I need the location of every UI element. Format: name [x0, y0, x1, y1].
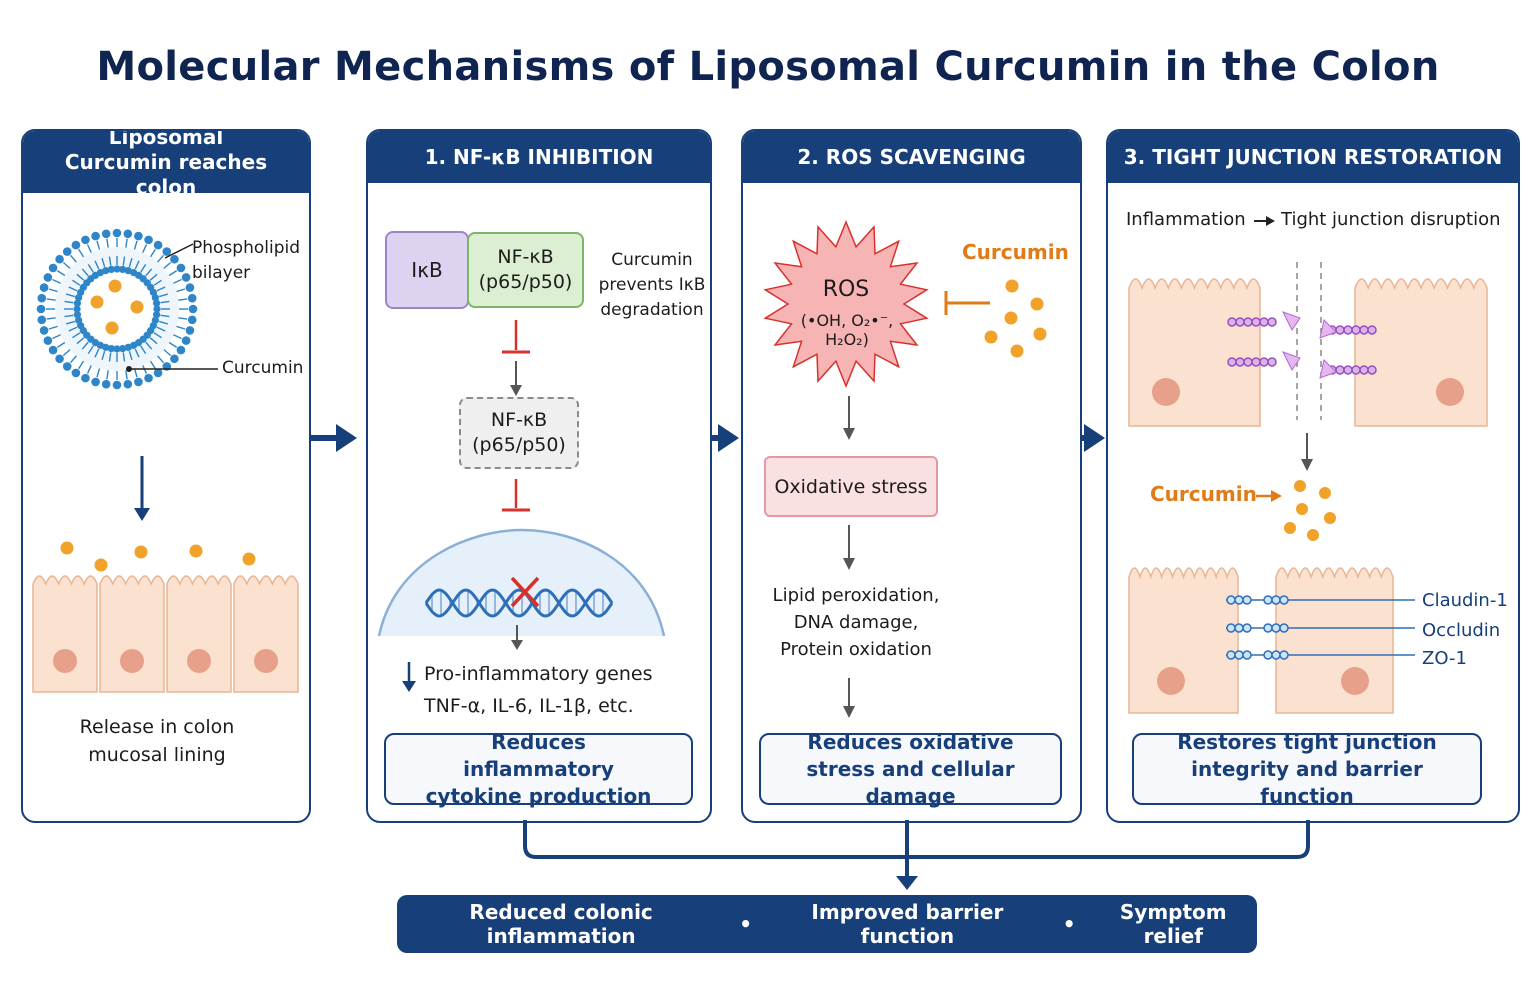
panel-tight-junction-header: 3. TIGHT JUNCTION RESTORATION — [1108, 131, 1518, 183]
ros-burst-icon — [763, 220, 929, 388]
ros-conclusion-text: Reduces oxidative stress and cellular da… — [806, 729, 1015, 808]
outcome-barrier: Improved barrier function — [811, 900, 1004, 948]
zo1-label: ZO-1 — [1422, 648, 1467, 669]
panel-ros-header: 2. ROS SCAVENGING — [743, 131, 1080, 183]
ikb-label: IκB — [411, 258, 443, 282]
occludin-label: Occludin — [1422, 620, 1501, 641]
ros-conclusion: Reduces oxidative stress and cellular da… — [759, 730, 1062, 808]
claudin-label: Claudin-1 — [1422, 590, 1508, 611]
nfkb-free-subunits: (p65/p50) — [472, 434, 566, 456]
panel-liposome-header: Liposomal Curcumin reaches colon — [23, 131, 309, 199]
nfkb-complex-box: NF-κB (p65/p50) — [467, 232, 584, 308]
phospholipid-bilayer-label: Phospholipid bilayer — [192, 238, 301, 283]
oxidative-stress-box: Oxidative stress — [764, 456, 938, 517]
curcumin-prevents-note: Curcumin prevents IκB degradation — [598, 250, 706, 320]
damage-line-1: Lipid peroxidation, — [772, 585, 940, 606]
panel-tight-junction: 3. TIGHT JUNCTION RESTORATION — [1106, 129, 1520, 823]
release-caption: Release in colon mucosal lining — [79, 716, 235, 766]
panel-nfkb-header: 1. NF-κB INHIBITION — [368, 131, 710, 183]
nfkb-conclusion-text: Reduces inflammatory cytokine production — [425, 729, 652, 808]
arrow-right-small-icon — [1254, 216, 1275, 226]
restored-junction-icon — [1128, 567, 1415, 714]
x-mark-icon — [510, 576, 540, 608]
bullet-dot: • — [1062, 912, 1076, 936]
outcome-symptom: Symptom relief — [1119, 900, 1227, 948]
inhibition-bar-icon — [502, 320, 530, 512]
nfkb-free-label: NF-κB — [490, 409, 548, 431]
oxidative-stress-label: Oxidative stress — [774, 475, 928, 498]
ros-inhibition-icon — [944, 279, 1047, 358]
nucleus-dna-icon — [377, 528, 666, 692]
ikb-box: IκB — [385, 231, 469, 309]
bullet-dot: • — [739, 912, 753, 936]
tight-junction-disruption-label: Tight junction disruption — [1281, 209, 1501, 230]
inflammation-label: Inflammation — [1126, 209, 1246, 230]
nfkb-conclusion: Reduces inflammatory cytokine production — [384, 730, 693, 808]
tj-conclusion-text: Restores tight junction integrity and ba… — [1177, 729, 1437, 808]
page-title: Molecular Mechanisms of Liposomal Curcum… — [96, 44, 1440, 90]
converging-bracket — [523, 820, 1310, 890]
epithelial-cell-icon — [32, 575, 299, 693]
ros-arrow-down-icons — [843, 396, 855, 718]
nfkb-label: NF-κB — [497, 246, 554, 268]
outcome-inflammation: Reduced colonic inflammation — [469, 900, 653, 948]
cytokine-list: TNF-α, IL-6, IL-1β, etc. — [424, 695, 634, 717]
ros-species: (•OH, O₂•⁻, H₂O₂) — [800, 311, 894, 349]
damage-line-3: Protein oxidation — [780, 639, 932, 660]
outcome-bar: Reduced colonic inflammation • Improved … — [397, 895, 1257, 953]
liposome-icon — [36, 228, 198, 390]
nfkb-free-box: NF-κB (p65/p50) — [459, 397, 579, 469]
pro-inflammatory-genes: Pro-inflammatory genes — [424, 663, 653, 685]
curcumin-label: Curcumin — [222, 358, 304, 378]
disrupted-junction-icon — [1128, 262, 1488, 427]
arrow-down-icon — [134, 456, 150, 521]
tj-conclusion: Restores tight junction integrity and ba… — [1132, 730, 1482, 808]
tj-curcumin-label: Curcumin — [1150, 482, 1257, 506]
ros-label: ROS — [822, 277, 870, 302]
released-curcumin-dots — [60, 541, 256, 572]
panel-liposome: Liposomal Curcumin reaches colon — [21, 129, 311, 823]
damage-line-2: DNA damage, — [793, 612, 919, 633]
tj-arrow-down-icon — [1256, 433, 1336, 541]
ros-curcumin-label: Curcumin — [962, 240, 1069, 264]
nfkb-subunits: (p65/p50) — [478, 271, 573, 293]
liposome-pointer-lines — [126, 243, 218, 372]
